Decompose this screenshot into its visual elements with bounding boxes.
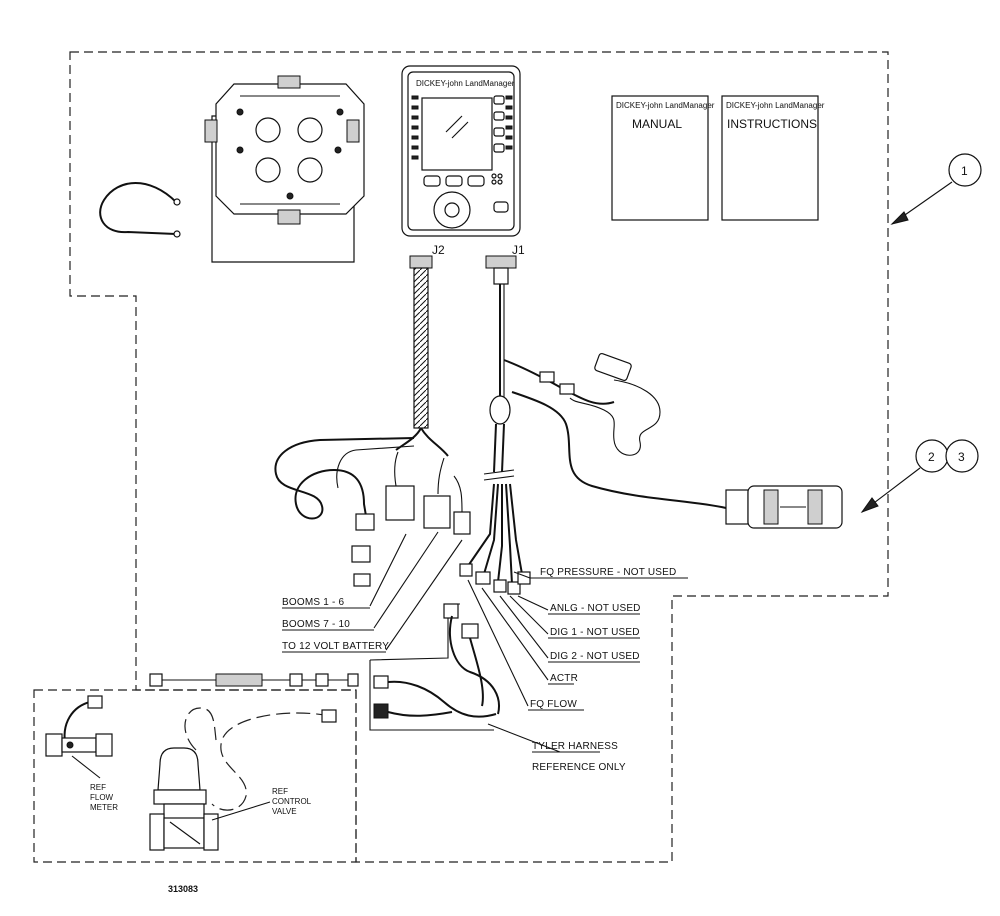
label-anlg: ANLG - NOT USED [550,603,641,614]
landmanager-console: DICKEY-john LandManager [401,65,521,237]
label-ref-flow-2: FLOW [90,793,114,802]
svg-text:DICKEY-john LandManager: DICKEY-john LandManager [726,101,825,110]
label-booms-1-6: BOOMS 1 - 6 [282,597,344,608]
svg-text:1: 1 [961,164,968,178]
instructions-book: DICKEY-john LandManager INSTRUCTIONS [721,95,825,221]
j1-label: J1 [512,243,525,257]
label-ref-flow-1: REF [90,783,106,792]
ref-control-valve [149,747,219,851]
console-brand: DICKEY-john LandManager [416,79,515,88]
speed-sensor [725,485,843,529]
label-leaders [71,531,688,821]
label-tyler-harness: TYLER HARNESS [532,741,618,752]
label-dig1: DIG 1 - NOT USED [550,627,640,638]
svg-text:3: 3 [958,450,965,464]
manual-title: MANUAL [632,117,682,131]
svg-text:DICKEY-john LandManager: DICKEY-john LandManager [616,101,715,110]
j1-harness [459,255,843,595]
instructions-title: INSTRUCTIONS [727,117,817,131]
label-fq-pressure: FQ PRESSURE - NOT USED [540,567,676,578]
label-reference-only: REFERENCE ONLY [532,762,626,773]
j2-label: J2 [432,243,445,257]
drawing-number: 313083 [168,884,198,894]
ground-strap [99,182,181,238]
label-fq-flow: FQ FLOW [530,699,577,710]
label-to-12-volt: TO 12 VOLT BATTERY [282,641,389,652]
label-ref-control-2: CONTROL [272,797,312,806]
console-side-leds-left [411,95,419,160]
callout-2-3: 2 3 [860,439,979,514]
ref-flow-meter [45,733,113,757]
label-ref-flow-3: METER [90,803,118,812]
reference-box [33,689,357,863]
label-booms-7-10: BOOMS 7 - 10 [282,619,350,630]
j2-harness [274,255,471,587]
manual-book: DICKEY-john LandManager MANUAL [611,95,715,221]
reference-components [45,673,359,851]
label-ref-control-3: VALVE [272,807,297,816]
mounting-bracket [204,75,365,263]
tyler-harness [369,603,561,753]
label-actr: ACTR [550,673,578,684]
console-side-leds-right [505,95,513,150]
callout-1: 1 [890,153,982,225]
svg-text:2: 2 [928,450,935,464]
label-dig2: DIG 2 - NOT USED [550,651,640,662]
label-ref-control-1: REF [272,787,288,796]
